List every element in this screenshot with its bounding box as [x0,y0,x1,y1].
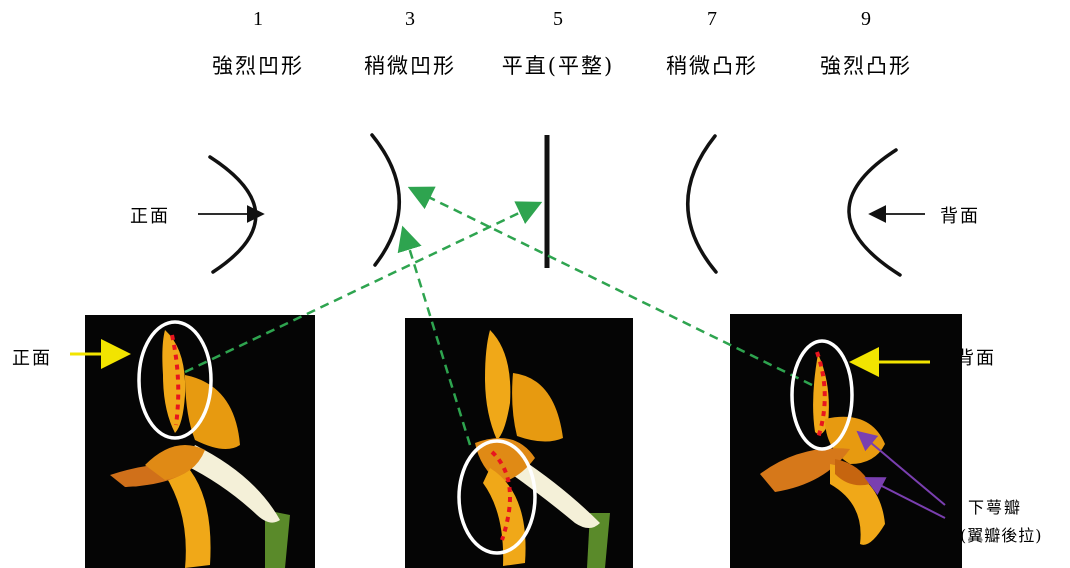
curve-strong-convex [847,148,902,277]
scale-label-slight-concave: 稍微凹形 [364,54,456,78]
green-arrow-back [407,186,813,387]
scale-label-flat: 平直(平整) [501,54,615,78]
scale-label-strong-concave: 強烈凹形 [212,54,304,78]
red-midline-back [815,351,827,439]
scale-number-1: 1 [253,8,263,30]
purple-arrow-lower [864,477,946,519]
orchid-photo-back [730,314,962,568]
red-midline-middle [490,450,512,541]
front-label-top: 正面 [130,206,170,227]
scale-number-3: 3 [405,8,415,30]
back-label-top: 背面 [940,206,980,227]
green-arrow-middle [397,225,472,446]
highlight-ellipse-back [790,339,854,451]
highlight-ellipse-front [137,320,213,440]
scale-number-5: 5 [553,8,563,30]
curve-slight-convex [686,134,718,274]
scale-label-strong-convex: 強烈凸形 [820,54,912,78]
lower-sepal-sub-label: (翼瓣後拉) [960,526,1043,545]
scale-number-7: 7 [707,8,717,30]
curve-slight-concave [370,133,401,267]
lower-sepal-label: 下萼瓣 [968,498,1023,517]
scale-number-9: 9 [861,8,871,30]
scale-label-slight-convex: 稍微凸形 [666,54,758,78]
orchid-photo-middle [405,318,633,568]
highlight-ellipse-middle [457,439,537,555]
red-midline-front [170,334,181,426]
front-label-photo: 正面 [12,348,52,369]
back-label-photo: 背面 [956,348,996,369]
purple-arrow-upper [856,430,946,506]
green-arrow-front [184,201,543,374]
